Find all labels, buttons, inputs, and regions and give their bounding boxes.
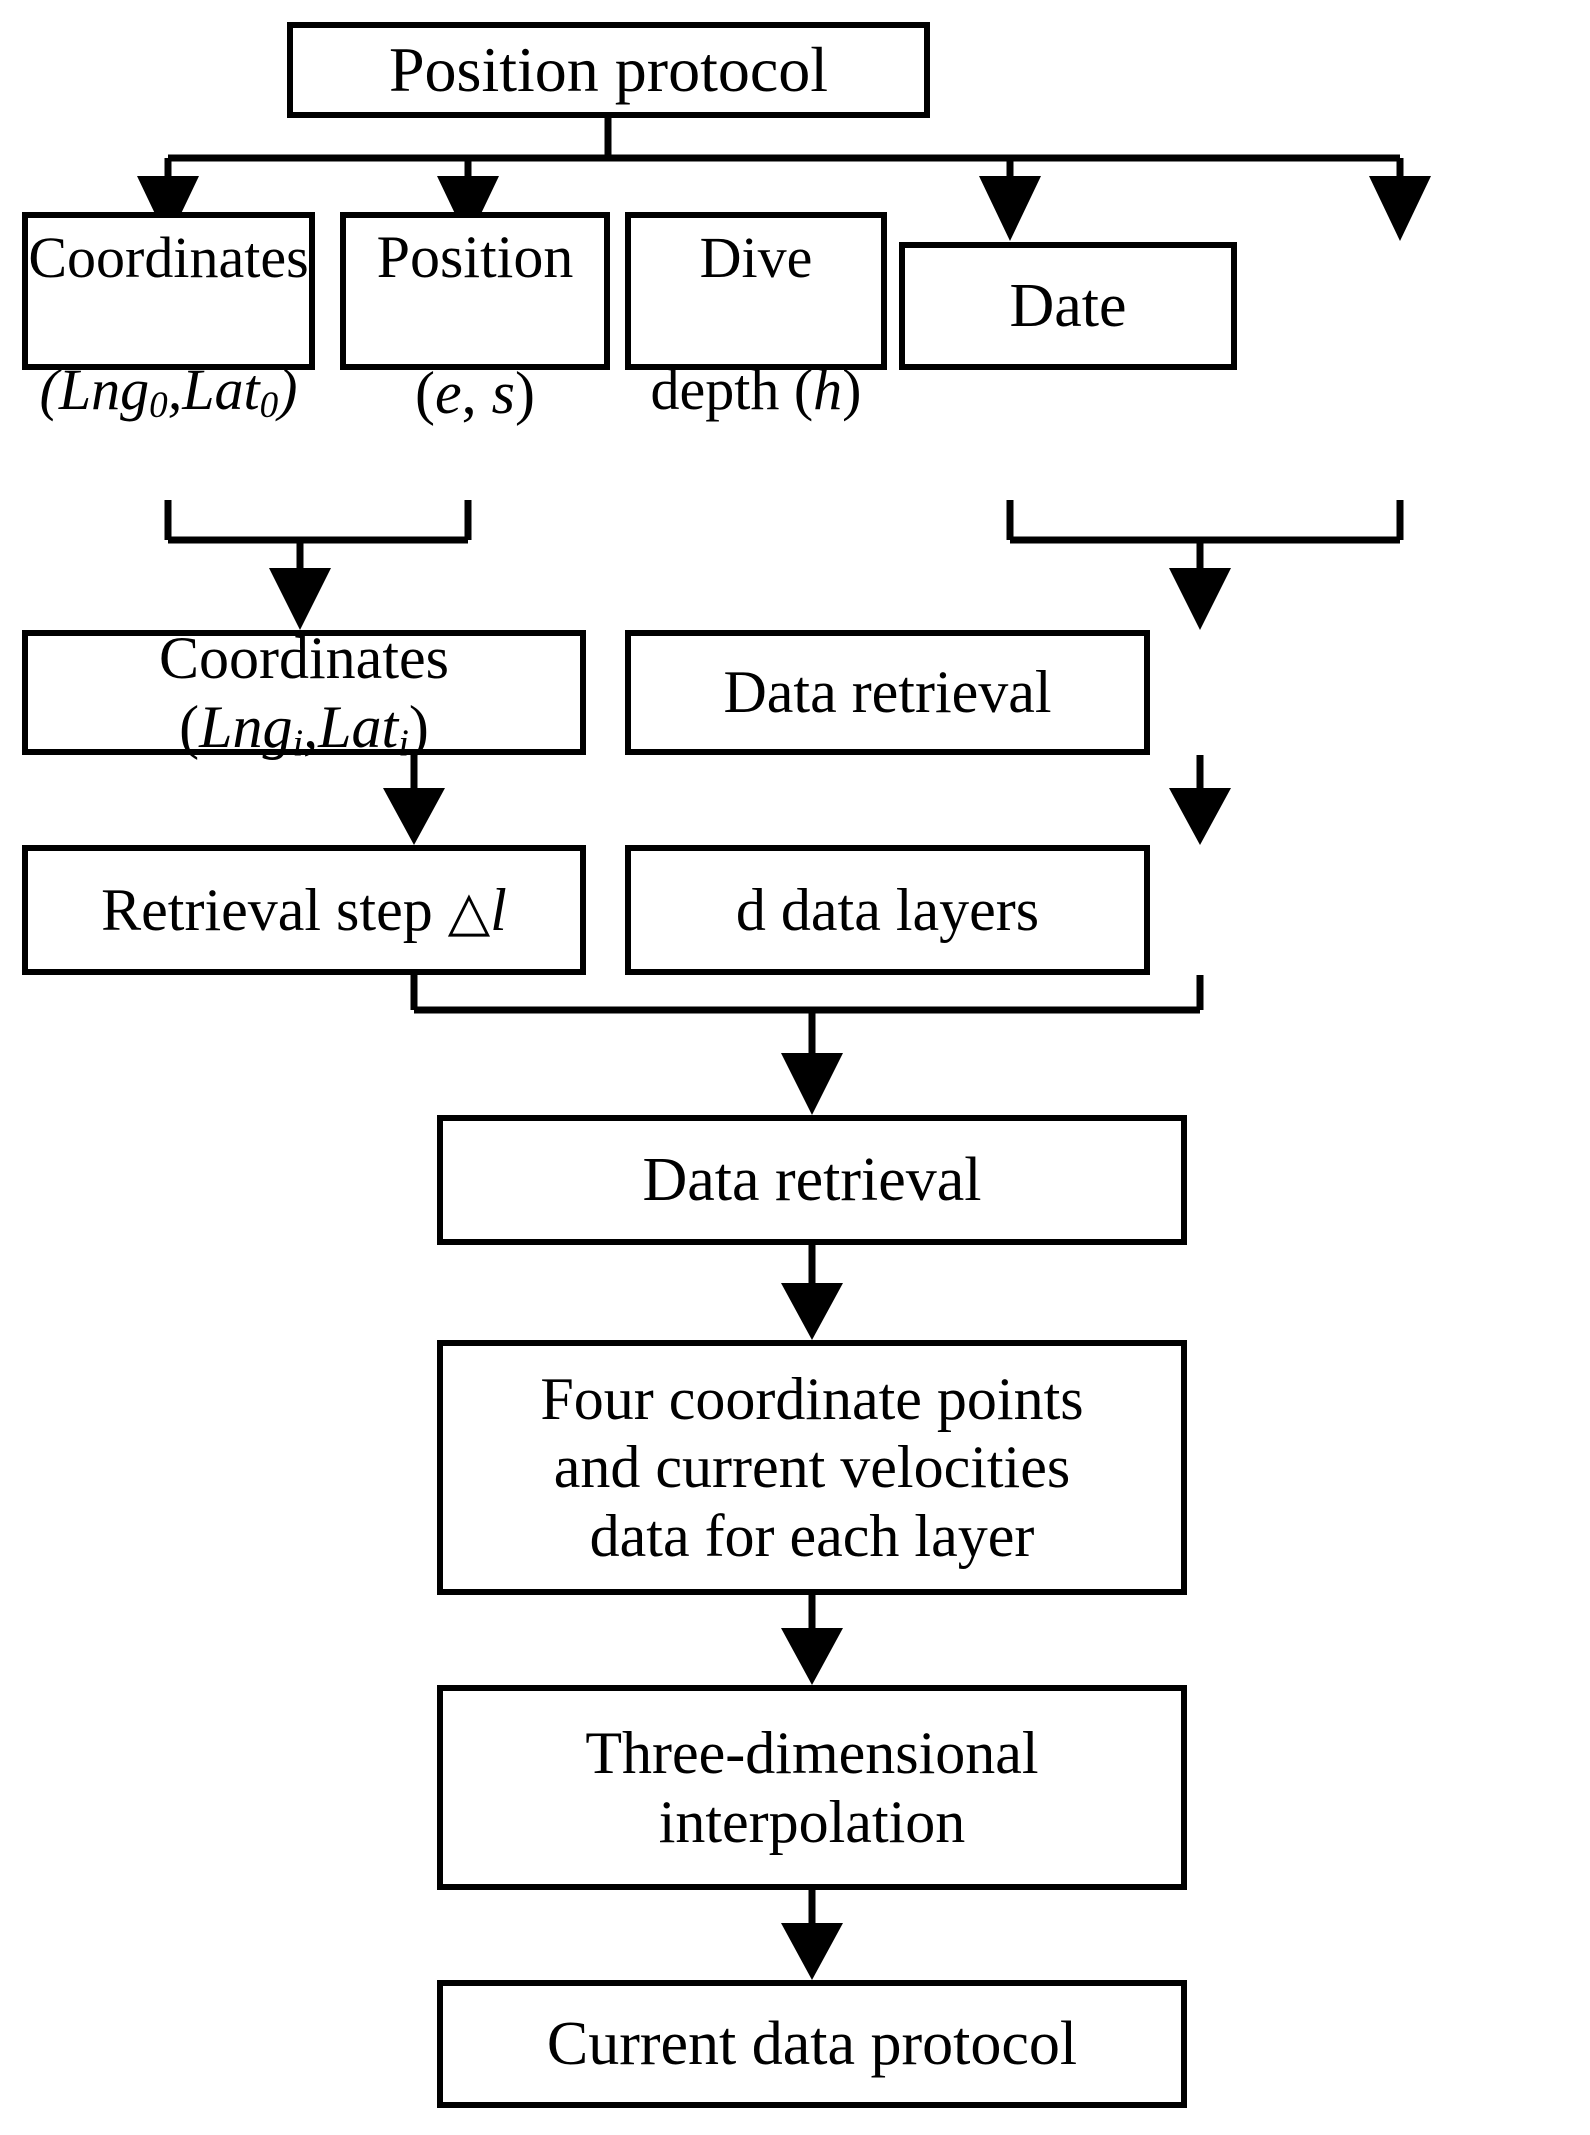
node-position-protocol-label: Position protocol bbox=[388, 33, 829, 105]
paren-close: ) bbox=[278, 357, 298, 423]
lng-symbol: Lng bbox=[199, 693, 293, 760]
paren-close: ) bbox=[408, 693, 429, 760]
comma-sep: , bbox=[303, 693, 319, 760]
node-position-protocol[interactable]: Position protocol bbox=[287, 22, 930, 118]
comma-sep: , bbox=[461, 360, 492, 427]
node-data-retrieval-mid[interactable]: Data retrieval bbox=[437, 1115, 1187, 1245]
node-dive-depth-label: Dive depth (h) bbox=[651, 159, 862, 423]
retrieval-step-text: Retrieval step bbox=[101, 876, 448, 943]
lat-subscript: i bbox=[398, 721, 409, 764]
coordinates-initial-line1: Coordinates bbox=[28, 224, 309, 290]
node-coordinates-initial-label: Coordinates (Lng0,Lat0) bbox=[28, 159, 309, 424]
node-d-data-layers[interactable]: d data layers bbox=[625, 845, 1150, 975]
node-three-dimensional-interpolation-label: Three-dimensional interpolation bbox=[585, 1720, 1039, 1855]
e-symbol: e bbox=[434, 360, 462, 427]
node-data-retrieval-upper[interactable]: Data retrieval bbox=[625, 630, 1150, 755]
paren-close: ) bbox=[514, 360, 535, 427]
node-current-data-protocol-label: Current data protocol bbox=[546, 2009, 1078, 2078]
paren-open: ( bbox=[415, 360, 435, 427]
s-symbol: s bbox=[491, 360, 515, 427]
dive-depth-line2: depth (h) bbox=[651, 357, 862, 422]
node-coordinates-initial[interactable]: Coordinates (Lng0,Lat0) bbox=[22, 212, 315, 424]
triangle-icon: △ bbox=[447, 880, 491, 942]
lat-symbol: Lat bbox=[182, 357, 260, 423]
node-date[interactable]: Date bbox=[899, 242, 1237, 370]
node-retrieval-step[interactable]: Retrieval step △l bbox=[22, 845, 586, 975]
node-coordinates-indexed-label: Coordinates (Lngi,Lati) bbox=[34, 624, 574, 764]
lng-subscript: 0 bbox=[149, 385, 168, 427]
lng-subscript: i bbox=[292, 721, 304, 764]
depth-text: depth ( bbox=[650, 357, 814, 423]
node-four-coordinate-points[interactable]: Four coordinate points and current veloc… bbox=[437, 1340, 1187, 1595]
node-retrieval-step-label: Retrieval step △l bbox=[101, 876, 507, 944]
paren-open: ( bbox=[39, 357, 59, 423]
node-position-es[interactable]: Position (e, s) bbox=[340, 212, 610, 426]
node-date-label: Date bbox=[1009, 271, 1127, 340]
position-es-line1: Position bbox=[376, 223, 574, 290]
node-data-retrieval-mid-label: Data retrieval bbox=[642, 1145, 982, 1214]
node-coordinates-indexed[interactable]: Coordinates (Lngi,Lati) bbox=[22, 625, 586, 762]
lng-symbol: Lng bbox=[58, 357, 150, 423]
lat-symbol: Lat bbox=[318, 693, 399, 760]
node-position-es-label: Position (e, s) bbox=[377, 154, 574, 428]
node-data-retrieval-upper-label: Data retrieval bbox=[723, 659, 1052, 726]
node-d-data-layers-label: d data layers bbox=[735, 876, 1040, 943]
node-dive-depth[interactable]: Dive depth (h) bbox=[625, 212, 887, 422]
node-current-data-protocol[interactable]: Current data protocol bbox=[437, 1980, 1187, 2108]
coordinates-initial-line2: (Lng0,Lat0) bbox=[39, 357, 298, 424]
node-four-coordinate-points-label: Four coordinate points and current veloc… bbox=[540, 1365, 1084, 1569]
position-es-line2: (e, s) bbox=[415, 360, 535, 426]
dive-depth-line1: Dive bbox=[699, 224, 813, 290]
lat-subscript: 0 bbox=[259, 385, 279, 427]
coordinates-text: Coordinates ( bbox=[159, 625, 449, 760]
comma-sep: , bbox=[167, 357, 183, 423]
h-symbol: h bbox=[813, 357, 843, 423]
node-three-dimensional-interpolation[interactable]: Three-dimensional interpolation bbox=[437, 1685, 1187, 1890]
l-symbol: l bbox=[490, 876, 507, 943]
paren-close: ) bbox=[842, 357, 862, 423]
